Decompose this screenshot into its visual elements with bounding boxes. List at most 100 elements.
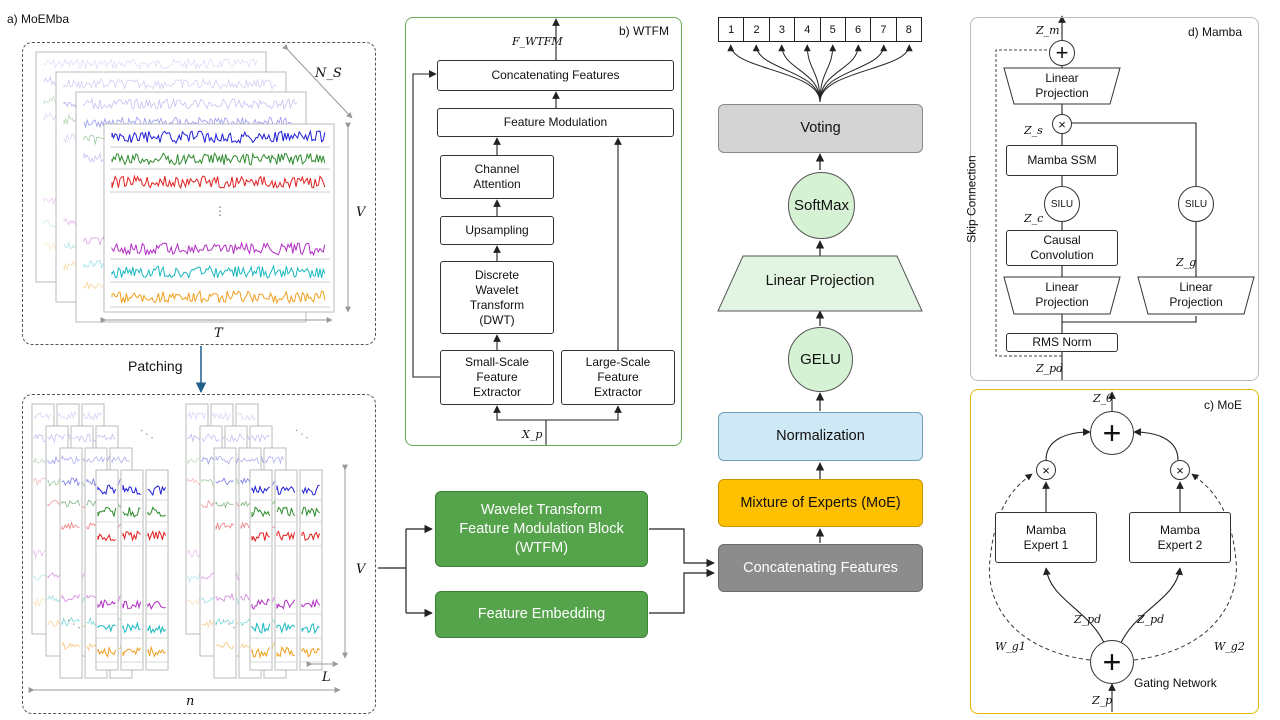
linear-projection-left-shape [1003, 276, 1121, 315]
signal-trace [111, 174, 326, 190]
signal-trace [147, 601, 166, 611]
signal-trace [122, 599, 142, 610]
signal-trace [251, 484, 270, 494]
zpd-label: Z_pd [1036, 362, 1064, 375]
signal-trace [215, 641, 234, 650]
vote-arrow [819, 44, 913, 103]
signal-trace [47, 433, 66, 444]
gating-network-sum-icon: + [1090, 640, 1134, 684]
vote-arrow [819, 44, 888, 103]
signal-trace [122, 530, 141, 542]
dwt-box: Discrete Wavelet Transform (DWT) [440, 261, 554, 334]
vote-arrow [803, 44, 821, 103]
signal-trace [301, 598, 320, 609]
signal-trace [276, 599, 296, 610]
normalization-box: Normalization [718, 412, 923, 461]
channel-attention-box: Channel Attention [440, 155, 554, 199]
gelu-circle: GELU [788, 327, 853, 392]
signal-trace [97, 645, 117, 658]
signal-trace [122, 485, 141, 496]
signal-trace [97, 599, 116, 609]
signal-trace [237, 412, 256, 421]
zg-label: Z_g [1176, 256, 1197, 269]
signal-trace [111, 264, 326, 280]
signal-sheet [299, 469, 323, 671]
signal-trace [301, 484, 320, 496]
vote-arrow [727, 44, 821, 103]
signal-trace [122, 507, 141, 518]
panel-a-label: a) MoEMba [7, 12, 70, 26]
residual-add-icon: + [1049, 40, 1075, 66]
signal-trace [61, 521, 80, 530]
signal-trace [61, 594, 80, 603]
class-cell-5: 5 [819, 18, 845, 41]
signal-trace [83, 97, 298, 111]
class-cell-3: 3 [768, 18, 794, 41]
signal-trace [147, 506, 166, 517]
softmax-circle: SoftMax [788, 172, 855, 239]
v-label-bottom: V [356, 562, 366, 577]
signal-sheet [95, 469, 119, 671]
signal-trace [201, 433, 220, 443]
wtfm-block-button: Wavelet Transform Feature Modulation Blo… [435, 491, 648, 567]
signal-trace [147, 529, 167, 542]
l-label: L [322, 670, 331, 685]
class-cell-4: 4 [794, 18, 819, 41]
eeg-signal-stack-patched: . . .. . .. . .. . . [31, 403, 323, 679]
linear-projection-top-shape [1003, 67, 1121, 105]
signal-trace [301, 622, 320, 635]
n-label: n [186, 694, 195, 709]
wg2-label: W_g2 [1214, 640, 1245, 653]
ns-label: N_S [315, 66, 342, 81]
causal-convolution-box: Causal Convolution [1006, 230, 1118, 266]
skip-connection-line [995, 49, 1062, 357]
gate-multiply-2-icon: × [1170, 460, 1190, 480]
zc-label: Z_c [1024, 212, 1044, 225]
signal-trace [97, 432, 116, 441]
t-label: T [214, 326, 223, 341]
signal-trace [251, 506, 271, 518]
signal-trace [251, 622, 271, 634]
patching-label: Patching [128, 358, 183, 374]
linear-projection-right-label: Linear Projection [1169, 280, 1223, 309]
ztheta-label: Z_θ [1093, 392, 1113, 405]
signal-sheet [249, 469, 273, 671]
gating-network-label: Gating Network [1134, 676, 1217, 690]
signal-trace [215, 592, 234, 603]
zs-label: Z_s [1024, 124, 1043, 137]
panel-d-mamba [970, 17, 1259, 381]
zpd-right-label: Z_pd [1137, 613, 1165, 626]
signal-trace [215, 477, 234, 486]
silu-left-circle: SILU [1044, 186, 1080, 222]
signal-trace [43, 57, 258, 70]
signal-trace [111, 129, 326, 145]
signal-sheet [274, 469, 298, 671]
wtfm-concat-box: Concatenating Features [437, 60, 674, 91]
signal-trace [97, 533, 116, 542]
panel-a-to-blocks-connector [378, 524, 433, 618]
mamba-ssm-box: Mamba SSM [1006, 145, 1118, 176]
signal-trace [215, 522, 234, 531]
signal-trace [61, 616, 80, 627]
signal-trace [111, 456, 130, 464]
vote-arrow [819, 44, 862, 103]
signal-trace [97, 624, 116, 633]
signal-trace [215, 455, 234, 465]
signal-trace [58, 410, 77, 421]
signal-trace [265, 455, 284, 465]
signal-trace [215, 501, 234, 509]
rms-norm-box: RMS Norm [1006, 333, 1118, 352]
signal-trace [301, 531, 321, 541]
signal-trace [251, 647, 271, 659]
signal-trace [97, 484, 117, 496]
signal-trace [72, 433, 91, 443]
signal-trace [215, 617, 234, 626]
vote-arrow [819, 44, 837, 103]
vote-arrow [752, 44, 821, 103]
ns-dimension-arrow [282, 44, 353, 119]
skip-connection-label: Skip Connection [964, 155, 979, 243]
signal-trace [61, 641, 80, 651]
voting-fan-arrows [727, 44, 913, 103]
channel-dots: ⋮ [214, 204, 226, 218]
